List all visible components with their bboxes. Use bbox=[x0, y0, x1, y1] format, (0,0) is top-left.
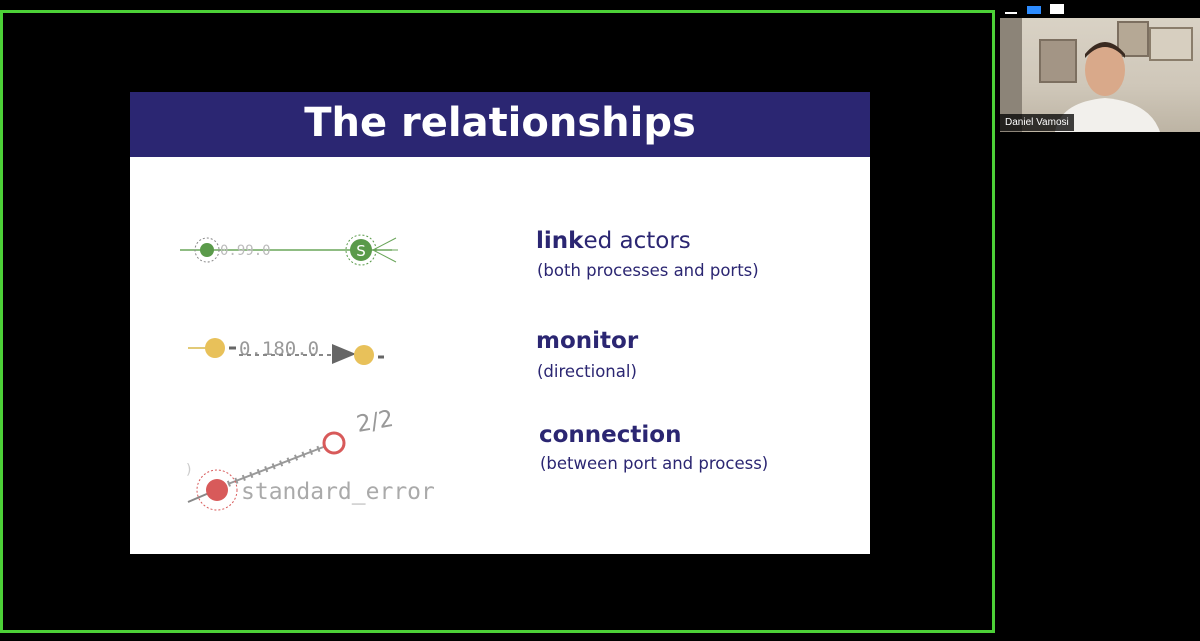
link-subtitle: (both processes and ports) bbox=[537, 261, 759, 280]
monitor-diagram: 0.180.0 bbox=[188, 338, 384, 365]
link-node-letter: S bbox=[356, 242, 366, 260]
participant-name: Daniel Vamosi bbox=[1000, 114, 1074, 131]
svg-text:): ) bbox=[186, 462, 191, 478]
connection-subtitle: (between port and process) bbox=[540, 454, 769, 473]
window-button-view[interactable] bbox=[1027, 6, 1041, 14]
connection-diagram: ) standard_error 2/2 bbox=[186, 406, 435, 511]
relationship-diagrams: 0.99.0 S 0.180.0 ) standa bbox=[180, 234, 435, 511]
connection-heading: connection bbox=[539, 422, 682, 448]
monitor-label: 0.180.0 bbox=[239, 338, 319, 360]
link-heading: linked actors bbox=[536, 228, 691, 254]
monitor-heading: monitor bbox=[536, 328, 639, 354]
participant-video[interactable] bbox=[1000, 18, 1200, 132]
presentation-slide: The relationships 0.99.0 S 0.180.0 bbox=[130, 92, 870, 554]
link-left-label: 0.99.0 bbox=[220, 243, 271, 259]
window-button-minimize[interactable] bbox=[1005, 12, 1017, 14]
monitor-subtitle: (directional) bbox=[537, 362, 637, 381]
connection-port-label: standard_error bbox=[241, 479, 435, 505]
slide-header: The relationships bbox=[130, 92, 870, 157]
connection-count-label: 2/2 bbox=[355, 406, 396, 438]
window-button-expand[interactable] bbox=[1050, 4, 1064, 14]
link-diagram: 0.99.0 S bbox=[180, 234, 398, 266]
slide-title: The relationships bbox=[304, 100, 696, 146]
participant-avatar bbox=[1000, 18, 1193, 132]
